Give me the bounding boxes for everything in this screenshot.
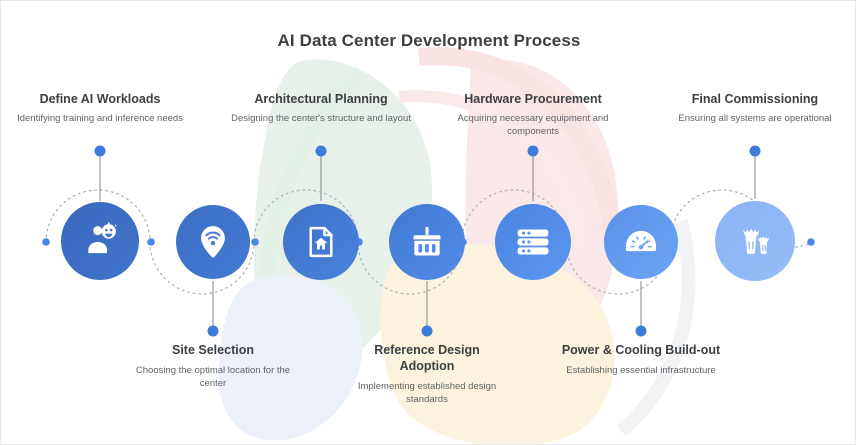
step-desc-5: Acquiring necessary equipment and compon… <box>457 113 609 137</box>
step-desc-1: Identifying training and inference needs <box>17 113 183 124</box>
page-title: AI Data Center Development Process <box>277 31 581 50</box>
step-desc-4: Implementing established design standard… <box>357 381 497 405</box>
node-dot-4 <box>421 325 433 337</box>
step-text-7: Final Commissioning Ensuring all systems… <box>667 91 843 125</box>
node-dot-1 <box>94 145 106 157</box>
step-text-5: Hardware Procurement Acquiring necessary… <box>445 91 621 138</box>
step-title-7: Final Commissioning <box>691 92 819 106</box>
bg-arc-pink <box>418 47 622 233</box>
step-desc-7: Ensuring all systems are operational <box>678 113 832 124</box>
step-circle-1[interactable] <box>61 202 139 280</box>
node-dot-6 <box>635 325 647 337</box>
server-stack-icon <box>517 229 549 255</box>
server-rack-unit-icon <box>413 226 441 256</box>
step-circle-2[interactable] <box>176 205 250 279</box>
step-text-1: Define AI Workloads Identifying training… <box>10 91 190 125</box>
cooling-tower-icon <box>743 228 770 254</box>
person-idea-icon <box>88 222 117 254</box>
gauge-meter-icon <box>625 230 657 252</box>
location-wifi-pin-icon <box>201 226 225 258</box>
step-desc-6: Establishing essential infrastructure <box>566 365 716 376</box>
arc-dot-0 <box>42 238 50 246</box>
node-dot-3 <box>315 145 327 157</box>
step-title-1: Define AI Workloads <box>39 92 161 106</box>
step-title-2: Site Selection <box>172 343 254 357</box>
step-circle-6[interactable] <box>604 205 678 279</box>
step-circle-4[interactable] <box>389 204 465 280</box>
step-circle-5[interactable] <box>495 204 571 280</box>
step-text-3: Architectural Planning Designing the cen… <box>231 91 411 125</box>
node-dot-5 <box>527 145 539 157</box>
step-circle-7[interactable] <box>715 201 795 281</box>
step-circle-3[interactable] <box>283 204 359 280</box>
arc-dot-7 <box>807 238 815 246</box>
arc-dot-2 <box>251 238 259 246</box>
node-dot-7 <box>749 145 761 157</box>
step-text-2: Site Selection Choosing the optimal loca… <box>123 342 303 390</box>
step-title-3: Architectural Planning <box>254 92 388 106</box>
blueprint-document-icon <box>309 226 333 258</box>
step-text-6: Power & Cooling Build-out Establishing e… <box>559 342 723 377</box>
step-text-4: Reference Design Adoption Implementing e… <box>349 342 505 406</box>
step-desc-2: Choosing the optimal location for the ce… <box>135 365 291 389</box>
arc-dot-1 <box>147 238 155 246</box>
node-dot-2 <box>207 325 219 337</box>
step-title-4: Reference Design Adoption <box>374 343 480 373</box>
step-desc-3: Designing the center's structure and lay… <box>231 113 411 124</box>
step-title-5: Hardware Procurement <box>464 92 602 106</box>
step-title-6: Power & Cooling Build-out <box>561 343 721 357</box>
